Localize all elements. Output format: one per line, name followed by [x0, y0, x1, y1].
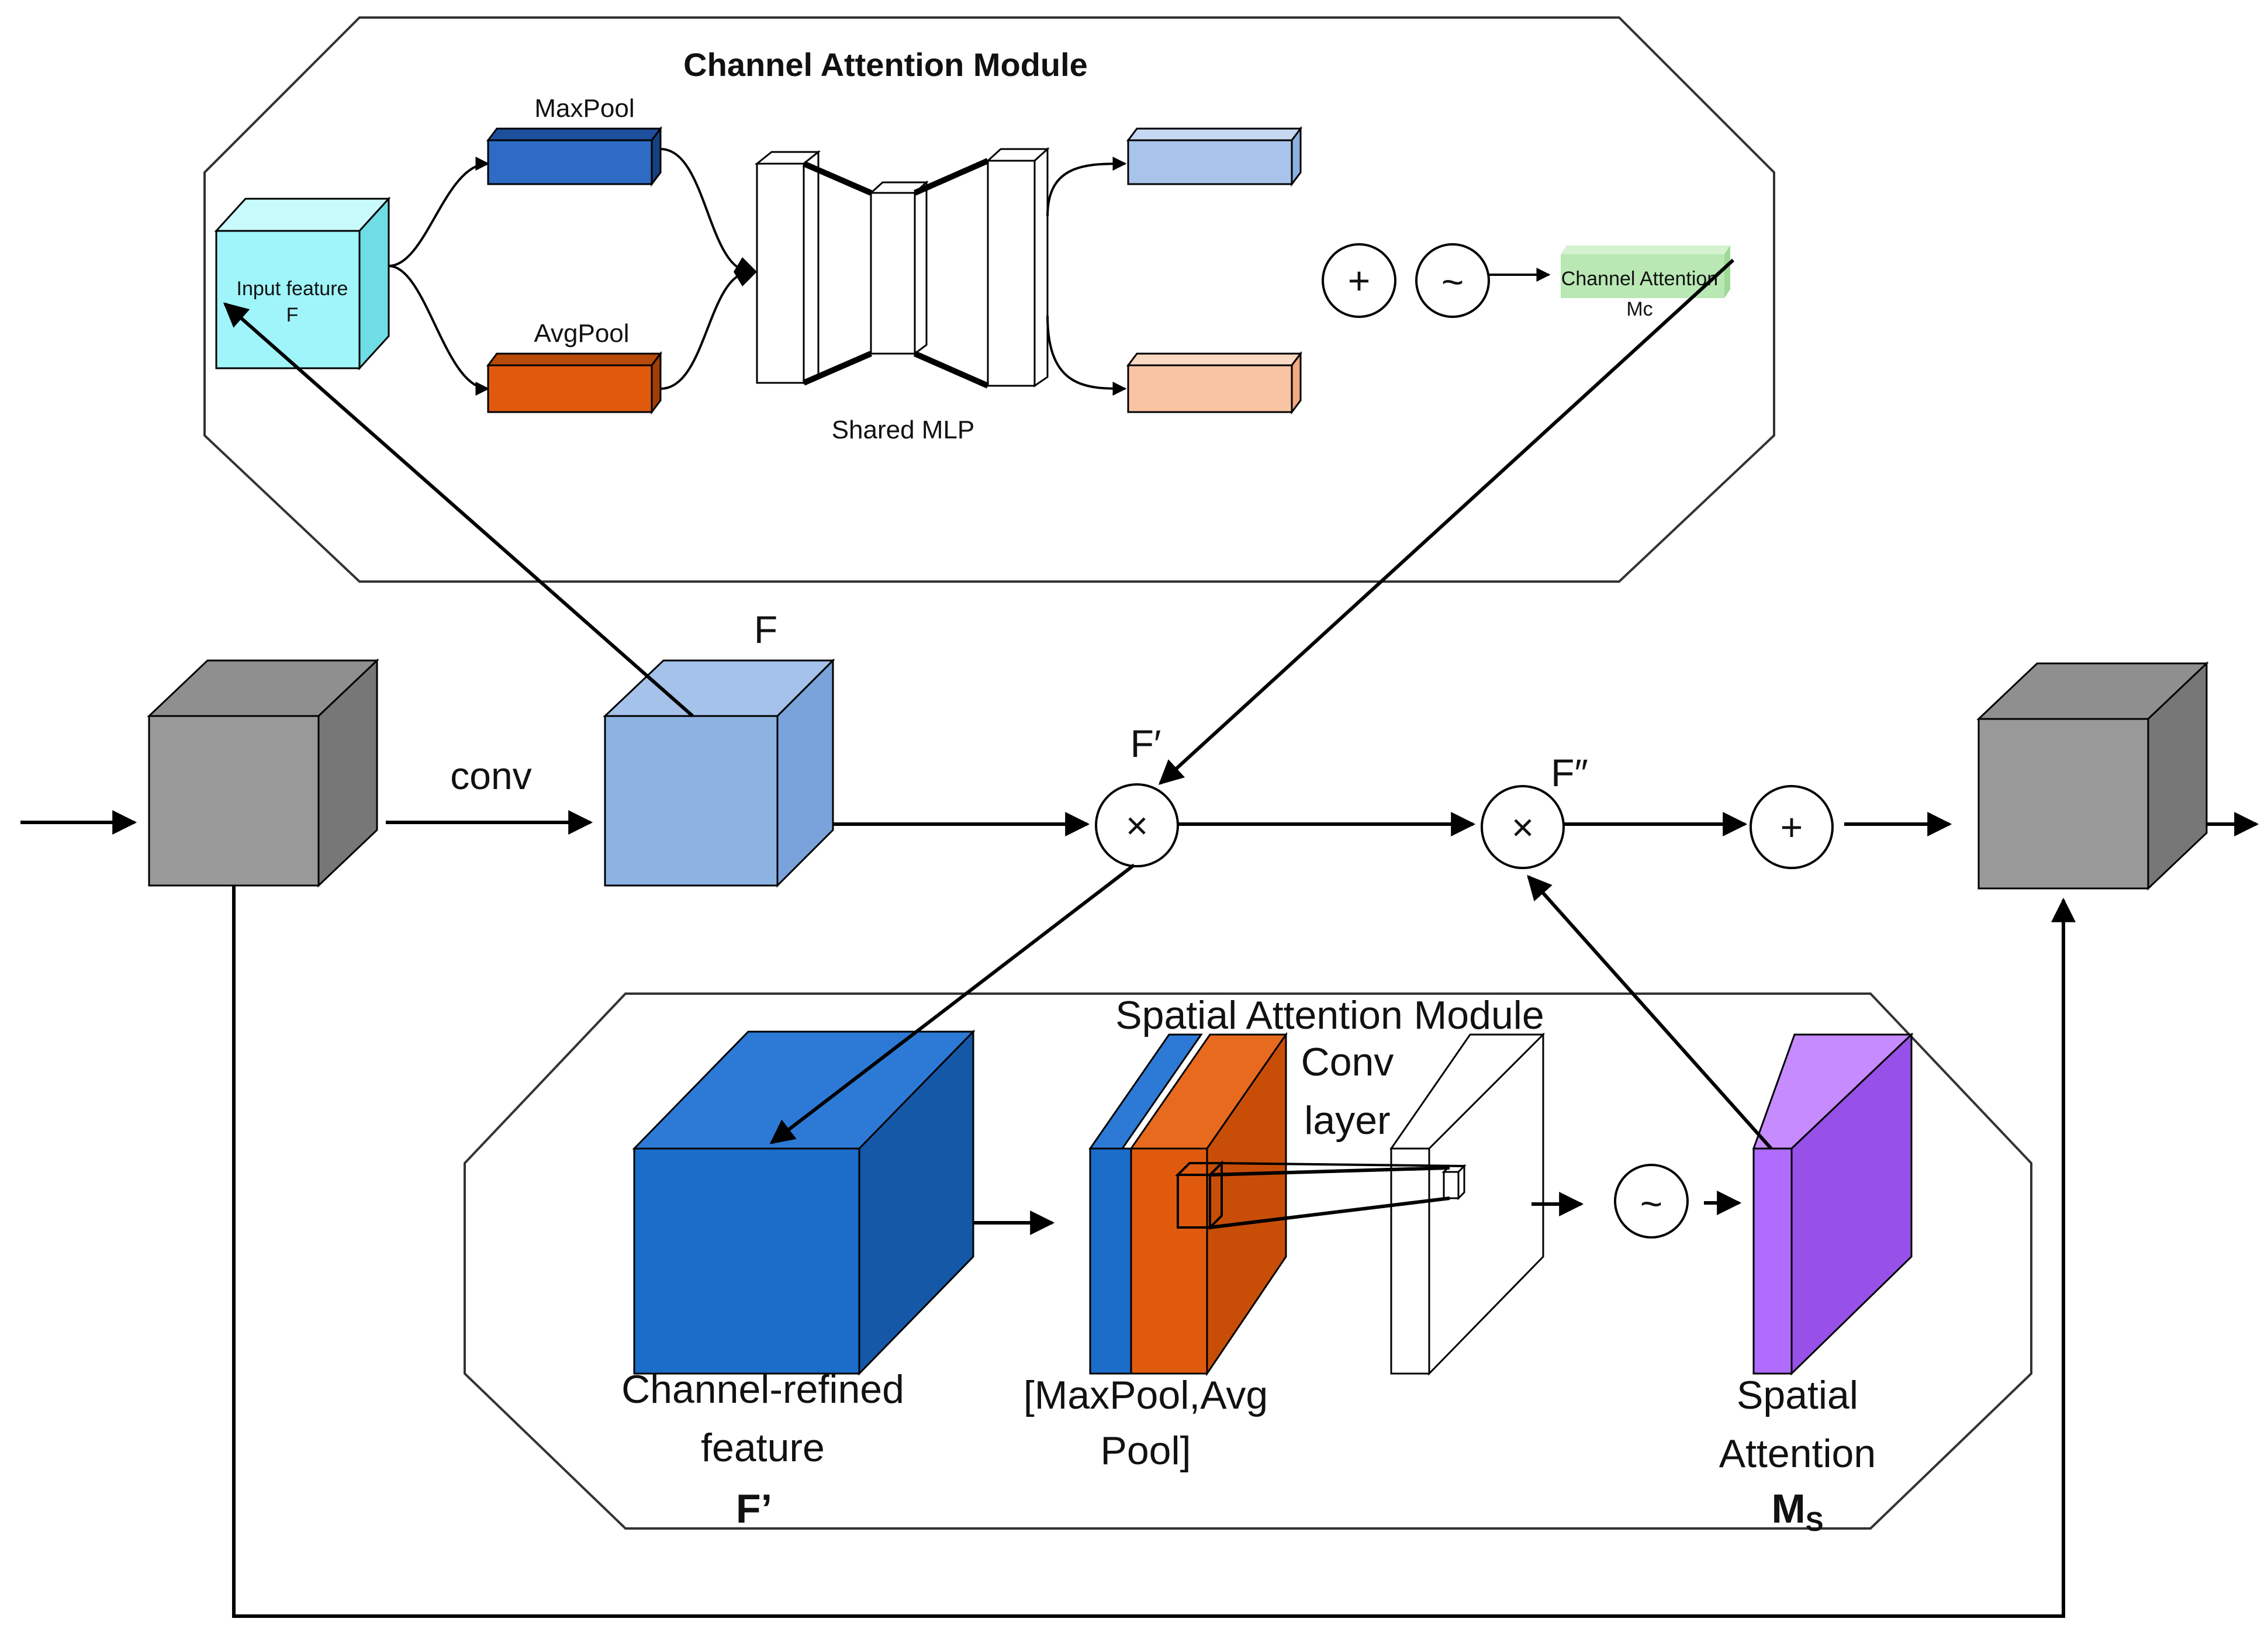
- channel-plus-op: +: [1322, 243, 1396, 318]
- channel-attention-map: Channel Attention Mc: [1561, 245, 1730, 320]
- channel-attention-module: Channel Attention Module Input feature F…: [203, 16, 1775, 583]
- input-feature-cube: Input feature F: [214, 196, 391, 371]
- output-gray-cube: [1976, 661, 2209, 891]
- f-double-prime-label: F″: [1551, 751, 1588, 794]
- conv-layer-label-2: layer: [1304, 1098, 1390, 1143]
- pooled-maps: [1088, 1032, 1288, 1376]
- channel-attention-map-symbol: Mc: [1626, 298, 1652, 320]
- channel-refined-label: Channel-refined: [621, 1367, 904, 1412]
- maxpool-label: MaxPool: [534, 94, 634, 123]
- merge-diamond: [734, 257, 757, 286]
- input-feature-label: Input feature: [237, 278, 348, 300]
- spatial-sigmoid-op: ~: [1614, 1164, 1689, 1239]
- mlp-output-bottom-bar: [1126, 351, 1302, 415]
- conv-label: conv: [450, 754, 531, 797]
- multiply-op-1: ×: [1095, 783, 1179, 867]
- residual-connection: [232, 886, 2076, 1618]
- pool-label-2: Pool]: [1101, 1429, 1191, 1473]
- svg-text:×: ×: [1512, 805, 1534, 849]
- channel-attention-map-label: Channel Attention: [1561, 268, 1718, 290]
- channel-refined-feature-cube: [632, 1029, 976, 1376]
- mlp-output-top-bar: [1126, 126, 1302, 187]
- multiply-op-2: ×: [1481, 785, 1565, 869]
- spatial-attention-map: [1752, 1032, 1914, 1376]
- spatial-attention-label: Spatial: [1737, 1373, 1858, 1417]
- conv-output-layer: [1389, 1032, 1545, 1376]
- spatial-attention-title: Spatial Attention Module: [1115, 993, 1544, 1037]
- avgpool-bar: [486, 351, 662, 415]
- input-feature-symbol: F: [286, 304, 299, 326]
- pool-label: [MaxPool,Avg: [1024, 1373, 1268, 1417]
- channel-sigmoid-op: ~: [1415, 243, 1490, 318]
- residual-plus-op: +: [1750, 785, 1834, 869]
- channel-refined-label-2: feature: [701, 1426, 825, 1470]
- f-prime-label: F′: [1130, 722, 1161, 765]
- svg-text:~: ~: [1441, 260, 1464, 303]
- avgpool-label: AvgPool: [534, 319, 629, 348]
- f-label: F: [754, 608, 777, 651]
- shared-mlp: [754, 147, 1050, 389]
- f-feature-cube: [603, 658, 835, 888]
- channel-attention-title: Channel Attention Module: [683, 46, 1088, 83]
- conv-layer-label: Conv: [1301, 1040, 1394, 1084]
- svg-text:~: ~: [1640, 1182, 1663, 1225]
- ms-symbol: MS: [1772, 1486, 1824, 1537]
- svg-text:×: ×: [1126, 804, 1149, 847]
- svg-text:+: +: [1780, 805, 1803, 849]
- spatial-attention-label-2: Attention: [1719, 1431, 1876, 1476]
- input-gray-cube: [147, 658, 379, 888]
- maxpool-bar: [486, 126, 662, 187]
- spatial-attention-module: Channel-refined feature F’ [MaxPool,Avg …: [464, 992, 2032, 1537]
- channel-refined-symbol: F’: [736, 1486, 772, 1531]
- shared-mlp-label: Shared MLP: [832, 416, 975, 444]
- svg-text:+: +: [1348, 259, 1371, 302]
